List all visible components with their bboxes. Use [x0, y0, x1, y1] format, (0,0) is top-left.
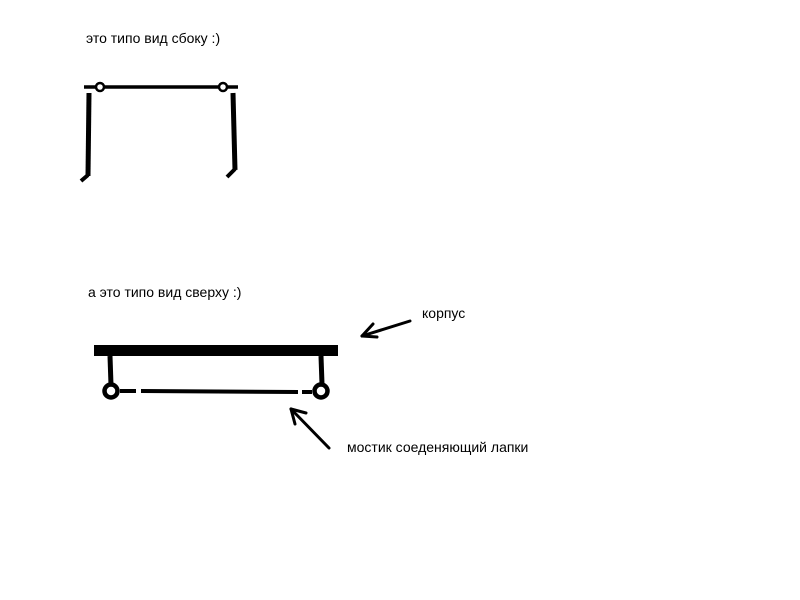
side-right-foot — [225, 167, 237, 179]
side-left-pivot — [94, 81, 106, 93]
body-arrow — [360, 319, 412, 339]
right-leg — [318, 355, 325, 385]
right-joint — [312, 382, 330, 400]
left-leg — [107, 355, 114, 386]
top-view-caption: а это типо вид сверху :) — [88, 284, 242, 300]
bridge-arrow — [289, 407, 331, 450]
body-label: корпус — [422, 305, 466, 321]
left-joint — [102, 382, 120, 400]
body-bar — [94, 345, 338, 356]
side-left-leg — [85, 92, 92, 177]
side-right-leg — [230, 92, 238, 171]
side-right-pivot — [217, 81, 229, 93]
bridge-label: мостик соеденяющий лапки — [347, 439, 529, 455]
bridge-segment-middle — [140, 389, 299, 394]
side-left-foot — [79, 173, 90, 183]
top-view-drawing — [94, 345, 338, 400]
side-view-caption: это типо вид сбоку :) — [86, 30, 221, 46]
side-view-drawing — [79, 81, 238, 183]
